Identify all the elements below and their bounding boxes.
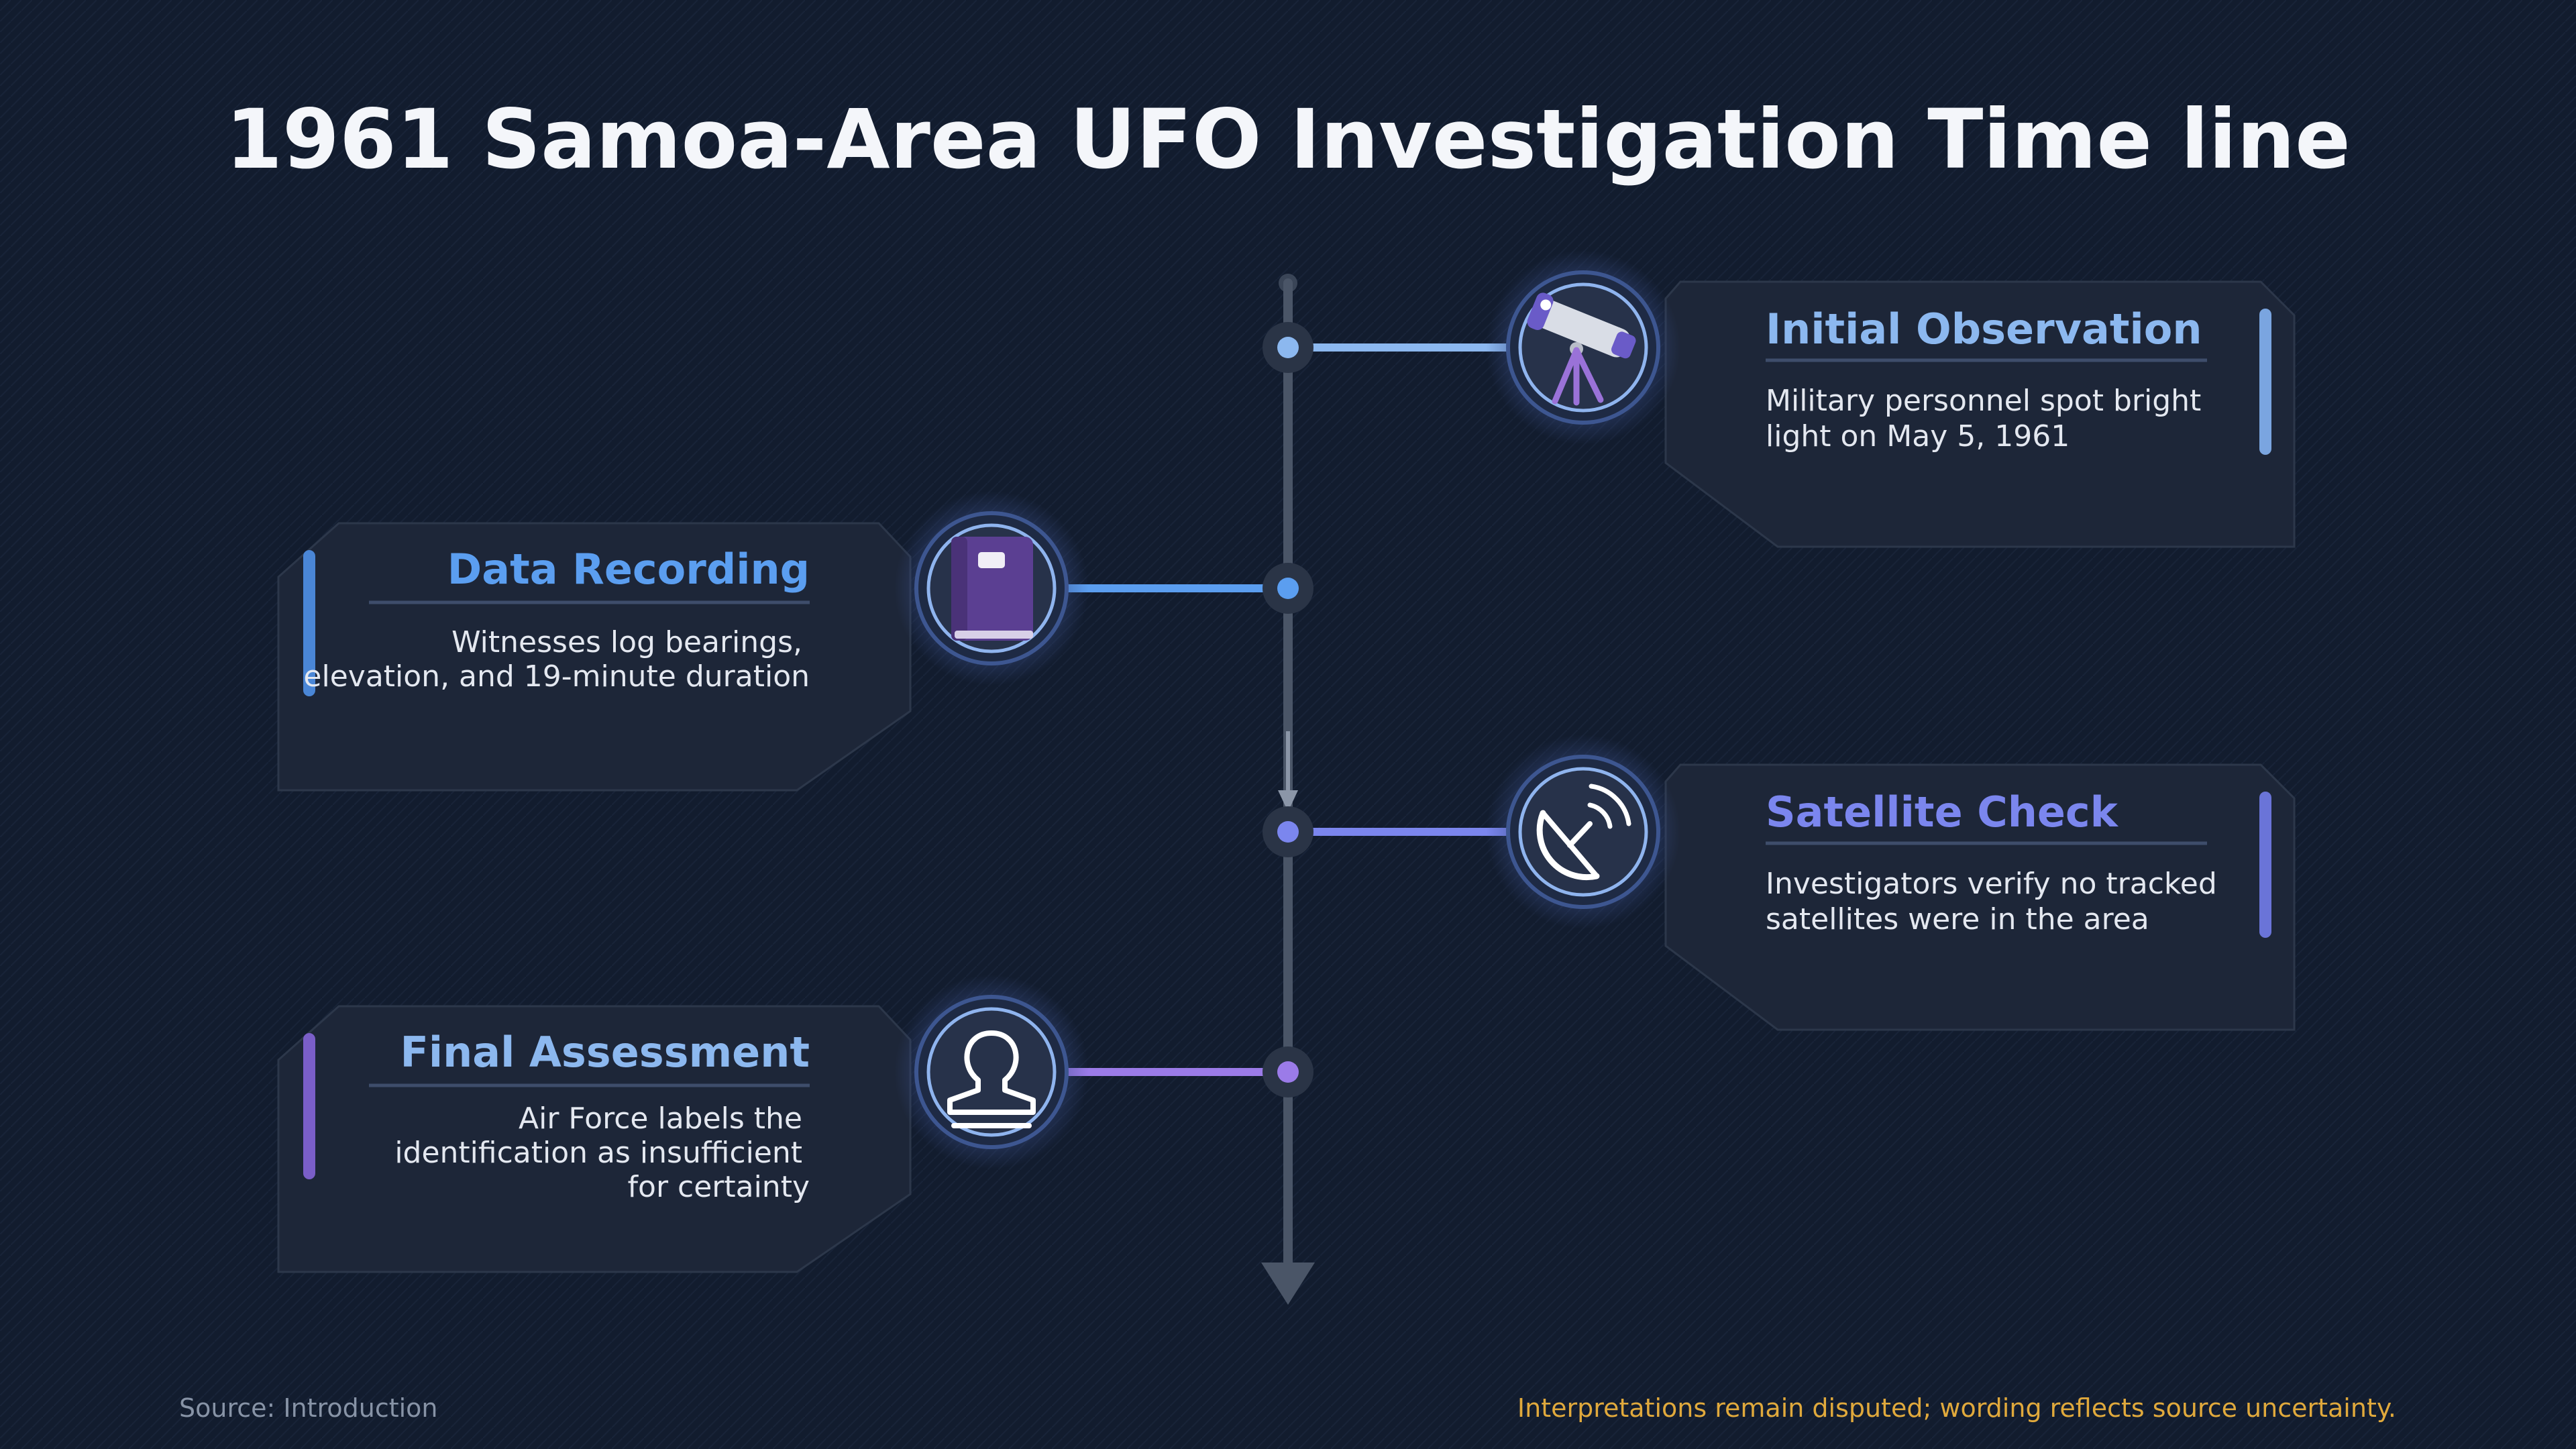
event-description-line: identification as insufficient — [394, 1136, 802, 1170]
event-card — [277, 1005, 912, 1273]
event-description-line: Investigators verify no tracked — [1766, 867, 2217, 901]
event-description-line: satellites were in the area — [1766, 902, 2149, 936]
accent-bar — [303, 550, 315, 696]
disclaimer-note: Interpretations remain disputed; wording… — [1517, 1393, 2396, 1423]
event-card — [277, 522, 912, 792]
event-description-line: for certainty — [628, 1170, 810, 1204]
accent-bar — [2259, 792, 2271, 938]
page-title: 1961 Samoa-Area UFO Investigation Time l… — [225, 92, 2351, 187]
event-description-line: elevation, and 19-minute duration — [303, 659, 810, 694]
event-satellite-check: Satellite Check Investigators verify no … — [1263, 735, 2296, 1031]
axis-arrowhead — [1261, 1263, 1315, 1305]
timeline-node-dot — [1277, 1061, 1299, 1083]
event-heading: Data Recording — [447, 545, 810, 594]
event-data-recording: Data Recording Witnesses log bearings, e… — [277, 491, 1313, 792]
event-description-line: Witnesses log bearings, — [451, 625, 802, 659]
event-heading: Satellite Check — [1766, 788, 2119, 837]
stamp-icon — [894, 975, 1089, 1169]
telescope-icon — [1486, 250, 1680, 445]
timeline-node-dot — [1277, 337, 1299, 358]
event-final-assessment: Final Assessment Air Force labels the id… — [277, 975, 1313, 1273]
accent-bar — [303, 1033, 315, 1179]
book-icon — [894, 491, 1089, 686]
event-description-line: Air Force labels the — [519, 1102, 802, 1136]
timeline-node-dot — [1277, 821, 1299, 843]
satellite-dish-icon — [1486, 735, 1680, 929]
event-initial-observation: Initial Observation Military personnel s… — [1263, 250, 2296, 548]
accent-bar — [2259, 309, 2271, 455]
timeline-axis — [1261, 274, 1315, 1305]
event-description-line: Military personnel spot bright — [1766, 384, 2201, 418]
source-note: Source: Introduction — [179, 1393, 438, 1423]
event-heading: Initial Observation — [1766, 305, 2202, 354]
timeline-node-dot — [1277, 578, 1299, 599]
axis-midpoint-arrowhead — [1278, 790, 1298, 812]
event-description-line: light on May 5, 1961 — [1766, 419, 2070, 453]
event-heading: Final Assessment — [400, 1028, 810, 1077]
